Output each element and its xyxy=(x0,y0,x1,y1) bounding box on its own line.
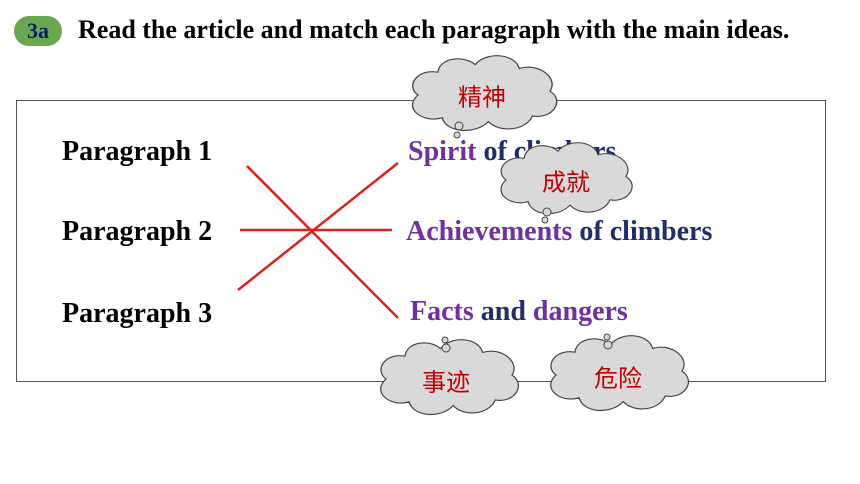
cloud-spirit-bubble-2 xyxy=(453,131,461,139)
cloud-facts-bubble-2 xyxy=(441,336,449,344)
idea-dangers-highlight: dangers xyxy=(532,296,628,327)
idea-achievements-rest: of climbers xyxy=(579,216,713,247)
cloud-facts-bubble-1 xyxy=(441,343,451,353)
paragraph-3-label: Paragraph 3 xyxy=(62,298,213,329)
cloud-dangers-bubble-2 xyxy=(603,333,611,341)
match-line-1-to-3 xyxy=(246,165,399,319)
instruction-text: Read the article and match each paragrap… xyxy=(78,15,790,44)
idea-achievements: Achievements of climbers xyxy=(406,216,712,248)
cloud-achievements-text: 成就 xyxy=(542,168,590,197)
match-line-3-to-1 xyxy=(237,162,399,291)
cloud-dangers-text: 危险 xyxy=(594,364,642,393)
paragraph-2-label: Paragraph 2 xyxy=(62,216,213,247)
cloud-facts-text: 事迹 xyxy=(422,368,470,397)
cloud-spirit-text: 精神 xyxy=(458,83,506,112)
idea-facts-highlight: Facts xyxy=(410,296,474,327)
paragraph-1-label: Paragraph 1 xyxy=(62,136,213,167)
exercise-badge: 3a xyxy=(14,16,62,46)
idea-facts-dangers: Facts and dangers xyxy=(410,296,628,328)
cloud-achievements-bubble-2 xyxy=(541,216,549,224)
idea-facts-mid: and xyxy=(480,296,526,327)
idea-spirit-highlight: Spirit xyxy=(408,136,477,167)
cloud-dangers-bubble-1 xyxy=(603,340,613,350)
cloud-achievements-bubble-1 xyxy=(542,207,552,217)
cloud-spirit-bubble-1 xyxy=(454,121,464,131)
